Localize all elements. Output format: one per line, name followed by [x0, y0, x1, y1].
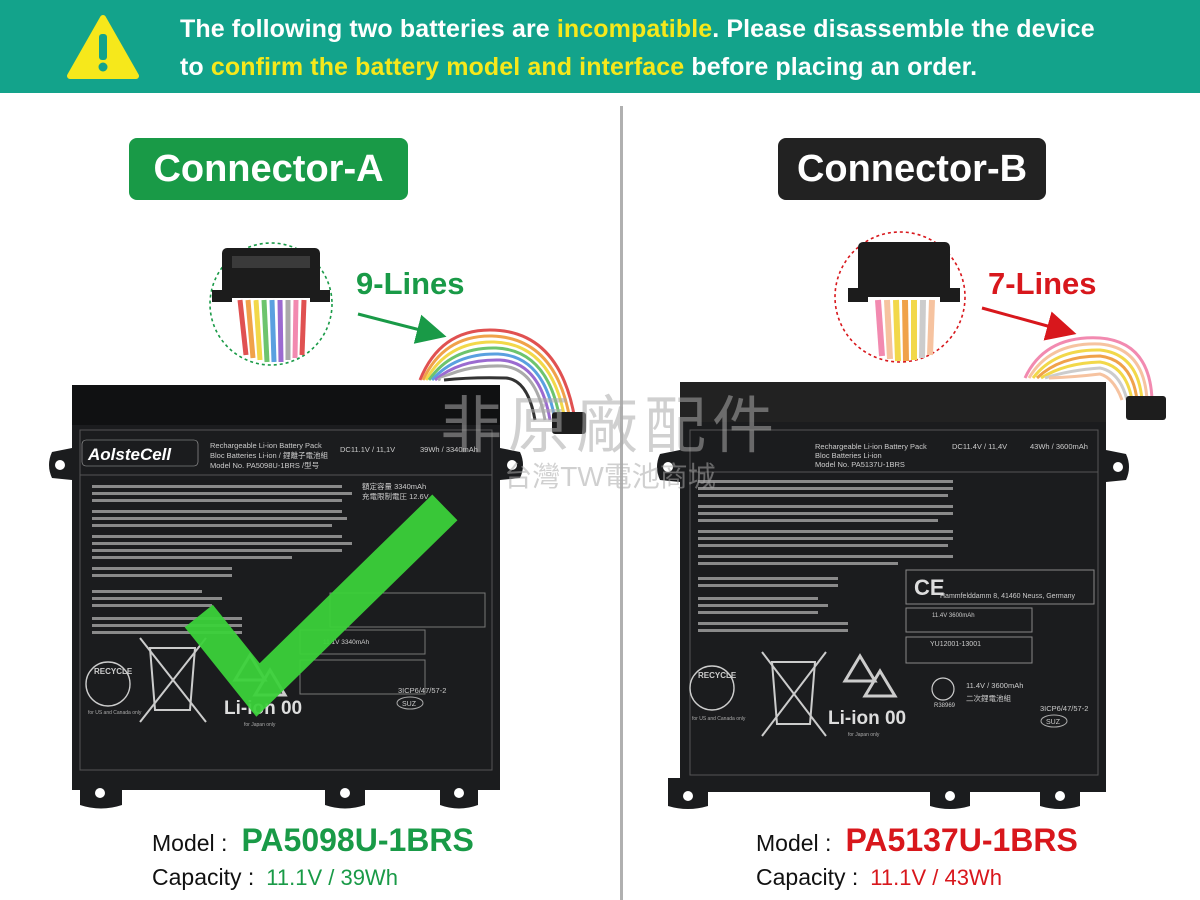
battery-a-cap2: 充電限制電圧 12.6V	[362, 491, 429, 501]
battery-b-us: for US and Canada only	[692, 716, 746, 722]
connector-b-zoom	[834, 231, 966, 363]
banner-highlight: incompatible	[556, 15, 713, 43]
connector-a-plug	[552, 412, 586, 434]
model-b-label: Model :	[756, 830, 832, 856]
model-b-row: Model : PA5137U-1BRS	[756, 822, 1078, 859]
battery-b-rbrc: 11.4V / 3600mAh	[966, 681, 1023, 690]
center-divider	[620, 106, 623, 900]
banner-message: The following two batteries are incompat…	[180, 10, 1190, 86]
wire-bundle-a	[418, 328, 577, 421]
banner-text-part: The following two batteries are	[180, 15, 557, 43]
arrow-a-icon	[357, 312, 447, 344]
model-a-row: Model : PA5098U-1BRS	[152, 822, 474, 859]
battery-b-ps: 11.4V 3600mAh	[932, 613, 975, 619]
capacity-b-row: Capacity : 11.1V / 43Wh	[756, 864, 1002, 891]
battery-b-jp-cell: 二次鋰電池組	[966, 693, 1011, 703]
warning-banner: The following two batteries are incompat…	[0, 0, 1200, 93]
battery-b-jp: for Japan only	[848, 732, 880, 738]
connector-b-plug	[1126, 396, 1166, 420]
model-a-value: PA5098U-1BRS	[241, 822, 474, 858]
banner-line-1: The following two batteries are incompat…	[180, 10, 1190, 48]
battery-b: CE Hammfelddamm 8, 41460 Neuss, Germany …	[657, 382, 1129, 809]
battery-a-recycle: RECYCLE	[94, 667, 133, 676]
connector-b-label: Connector-B	[778, 138, 1046, 200]
recycle-arrows-icon	[842, 653, 898, 698]
battery-a-jp: for Japan only	[244, 722, 276, 728]
capacity-b-label: Capacity :	[756, 864, 859, 890]
battery-a-small: 11.1V 3340mAh	[323, 639, 370, 646]
battery-b-code: 3ICP6/47/57-2	[1040, 704, 1088, 713]
battery-b-r-no: R38969	[934, 703, 956, 709]
battery-a-rating: DC11.1V / 11,1V	[340, 445, 395, 454]
battery-a: AolsteCell Rechargeable Li-ion Battery P…	[49, 385, 523, 809]
capacity-a-label: Capacity :	[152, 864, 255, 890]
capacity-a-row: Capacity : 11.1V / 39Wh	[152, 864, 398, 891]
battery-a-cap1: 額定容量 3340mAh	[362, 481, 426, 491]
connector-a-lines-count: 9-Lines	[356, 266, 465, 301]
model-a-label: Model :	[152, 830, 228, 856]
battery-a-title2: Bloc Batteries Li-ion / 鋰離子電池組	[210, 450, 328, 460]
battery-b-rating: DC11.4V / 11,4V	[952, 442, 1007, 451]
checkmark-icon	[184, 494, 458, 717]
connector-a-zoom	[209, 242, 333, 366]
battery-a-brand: AolsteCell	[87, 445, 172, 464]
arrow-b-icon	[981, 306, 1077, 341]
battery-b-title3: Model No. PA5137U-1BRS	[815, 460, 905, 469]
battery-b-title1: Rechargeable Li-ion Battery Pack	[815, 442, 927, 451]
ce-mark-icon: CE	[914, 575, 945, 600]
battery-a-code: 3ICP6/47/57-2	[398, 686, 446, 695]
battery-b-suz: SUZ	[1046, 719, 1061, 726]
battery-b-ce-addr: Hammfelddamm 8, 41460 Neuss, Germany	[940, 593, 1075, 600]
battery-a-title1: Rechargeable Li-ion Battery Pack	[210, 441, 322, 450]
crossed-bin-icon	[761, 651, 827, 737]
battery-a-us: for US and Canada only	[88, 710, 142, 716]
capacity-b-value: 11.1V / 43Wh	[870, 865, 1002, 890]
connector-b-lines-count: 7-Lines	[988, 266, 1097, 301]
banner-highlight: confirm the battery model and interface	[210, 53, 685, 81]
battery-b-li-ion: Li-ion 00	[828, 708, 906, 729]
battery-b-title2: Bloc Batteries Li-ion	[815, 451, 882, 460]
battery-a-title3: Model No. PA5098U-1BRS /型号	[210, 461, 319, 470]
banner-line-2: to confirm the battery model and interfa…	[180, 48, 1190, 86]
battery-b-rating2: 43Wh / 3600mAh	[1030, 442, 1088, 451]
warning-triangle-icon	[67, 15, 139, 79]
crossed-bin-icon	[139, 637, 207, 723]
capacity-a-value: 11.1V / 39Wh	[266, 865, 398, 890]
banner-text-part: . Please disassemble the device	[712, 15, 1095, 43]
wire-bundle-b	[1023, 336, 1154, 401]
banner-text-part: before placing an order.	[684, 53, 978, 81]
connector-a-label: Connector-A	[129, 138, 408, 200]
battery-b-recycle: RECYCLE	[698, 671, 737, 680]
battery-b-yu: YU12001-13001	[930, 641, 981, 648]
battery-a-rating2: 39Wh / 3340mAh	[420, 445, 478, 454]
banner-text-part: to	[180, 53, 211, 81]
battery-a-suz: SUZ	[402, 701, 417, 708]
model-b-value: PA5137U-1BRS	[845, 822, 1078, 858]
